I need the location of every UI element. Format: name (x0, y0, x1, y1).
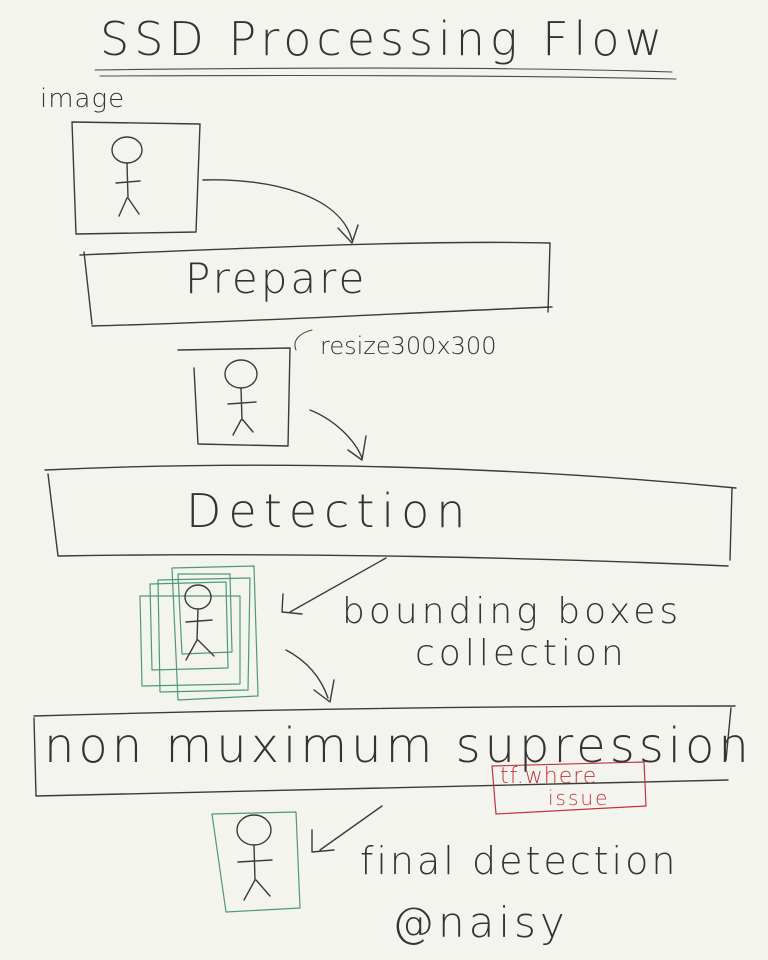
final-detection-box (211, 811, 301, 913)
stick-figure-icon (236, 814, 273, 901)
bounding-boxes-icon (139, 565, 259, 701)
detection-label: Detection (186, 484, 473, 538)
author-signature: @naisy (392, 898, 569, 947)
nms-label: non muximum supression (44, 718, 753, 774)
arrow-to-prepare (202, 179, 359, 244)
bbox-label-line2: collection (415, 633, 628, 674)
resize-label: resize300x300 (320, 332, 497, 360)
title-underline (94, 67, 677, 80)
stick-figure-icon (224, 359, 258, 436)
input-image-label: image (40, 84, 126, 114)
diagram-title: SSD Processing Flow (100, 12, 668, 66)
stick-figure-icon (184, 584, 215, 661)
tf-where-note-box (491, 761, 647, 815)
bbox-label-line1: bounding boxes (342, 591, 683, 632)
nms-box (33, 705, 736, 797)
final-detection-label: final detection (360, 839, 679, 883)
resized-image-frame (177, 347, 291, 447)
tf-where-note-line1: tf.where (500, 764, 598, 789)
prepare-label: Prepare (185, 254, 368, 303)
resize-pointer (294, 329, 313, 351)
detection-box (44, 464, 737, 567)
arrow-to-bbox (281, 557, 387, 615)
prepare-box (79, 241, 553, 327)
arrow-to-detection (309, 409, 367, 461)
tf-where-note-line2: issue (548, 786, 610, 810)
stick-figure-icon (111, 136, 143, 217)
arrow-to-nms (285, 649, 335, 703)
input-image-frame (71, 121, 201, 235)
arrow-to-final (311, 805, 383, 853)
